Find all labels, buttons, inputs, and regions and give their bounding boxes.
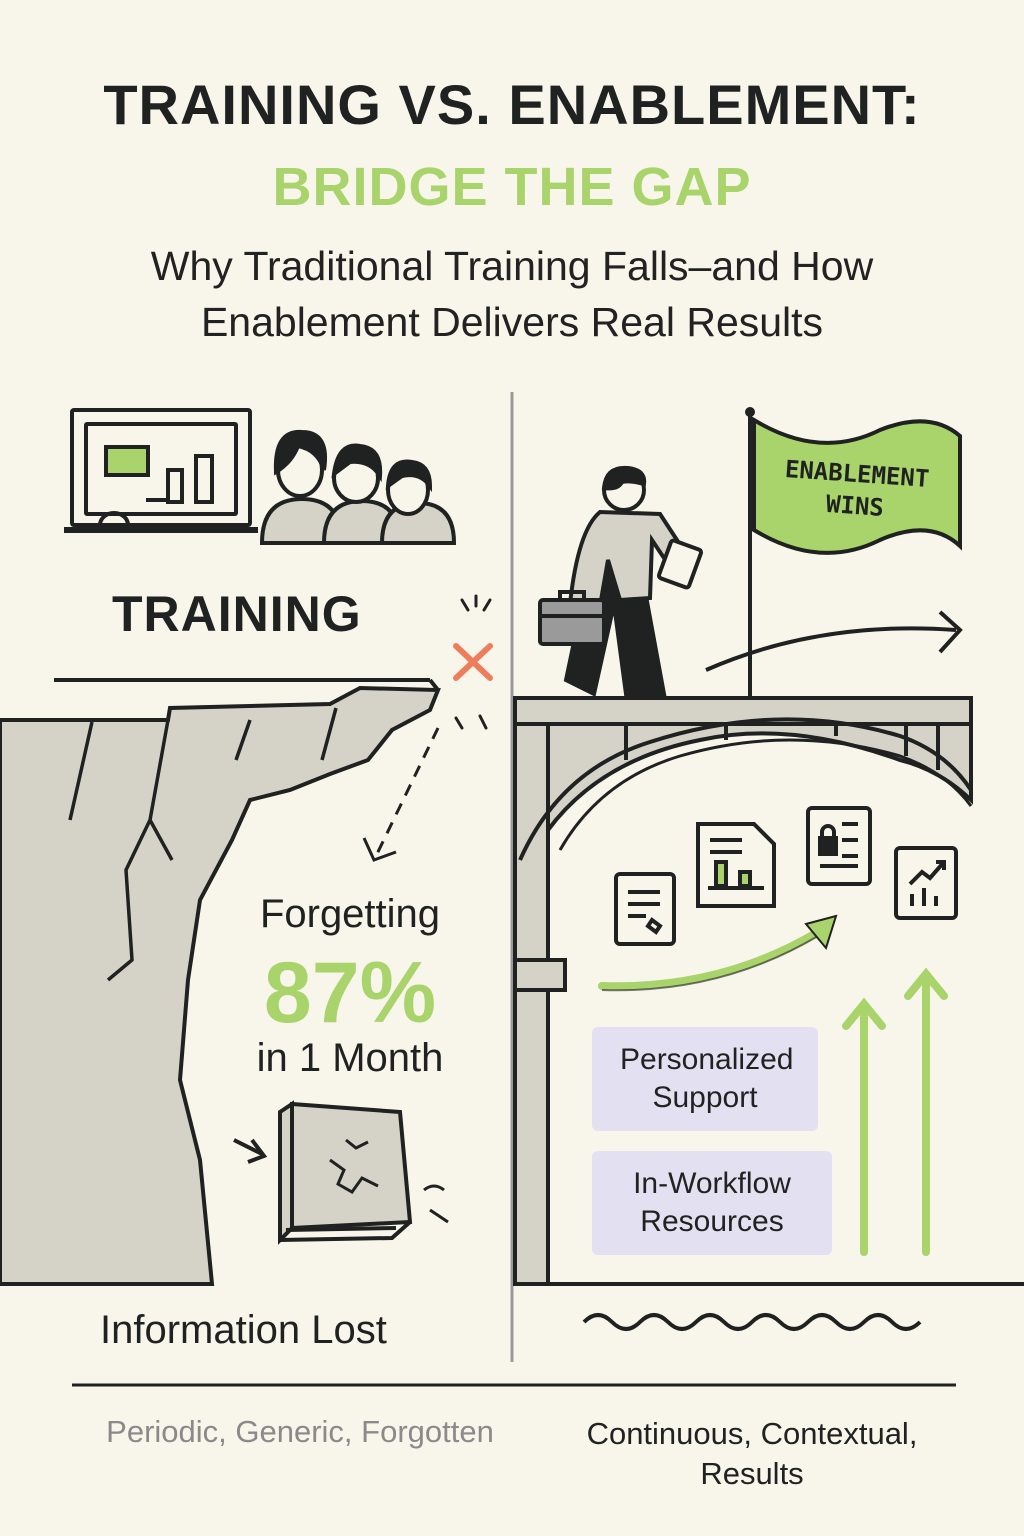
footer-training-traits: Periodic, Generic, Forgotten <box>106 1414 494 1449</box>
chart-document-icon <box>696 822 776 908</box>
stat-value: 87% <box>263 945 437 1041</box>
stat-prefix: Forgetting <box>259 892 441 936</box>
trend-chart-icon <box>894 846 958 920</box>
pill-in-workflow-resources: In-Workflow Resources <box>592 1151 832 1255</box>
page-title-accent: BRIDGE THE GAP <box>272 157 752 217</box>
pill-personalized-support: Personalized Support <box>592 1027 818 1131</box>
page-subtitle: Why Traditional Training Falls–and How E… <box>150 243 874 345</box>
cliff <box>0 685 441 1286</box>
footer-enablement-traits: Continuous, Contextual, Results <box>586 1416 918 1491</box>
information-lost-caption: Information Lost <box>100 1308 387 1352</box>
stat-suffix: in 1 Month <box>256 1036 444 1080</box>
water-line <box>582 1313 922 1331</box>
businessman-icon <box>563 465 704 697</box>
up-arrow-icon <box>842 967 948 1256</box>
cracked-book-icon <box>233 1100 449 1245</box>
people-icon <box>259 429 457 545</box>
page-title: TRAINING VS. ENABLEMENT: <box>103 73 921 136</box>
lock-document-icon <box>806 806 872 886</box>
pill-label: In-Workflow Resources <box>633 1167 791 1238</box>
flag-icon <box>745 407 962 698</box>
briefcase-icon <box>538 590 606 646</box>
bridge <box>513 696 1024 1286</box>
presentation-board-icon <box>64 408 258 533</box>
cross-icon <box>453 643 493 681</box>
training-label: TRAINING <box>112 586 362 642</box>
pill-label: Personalized Support <box>620 1043 794 1114</box>
document-icon <box>614 872 676 946</box>
